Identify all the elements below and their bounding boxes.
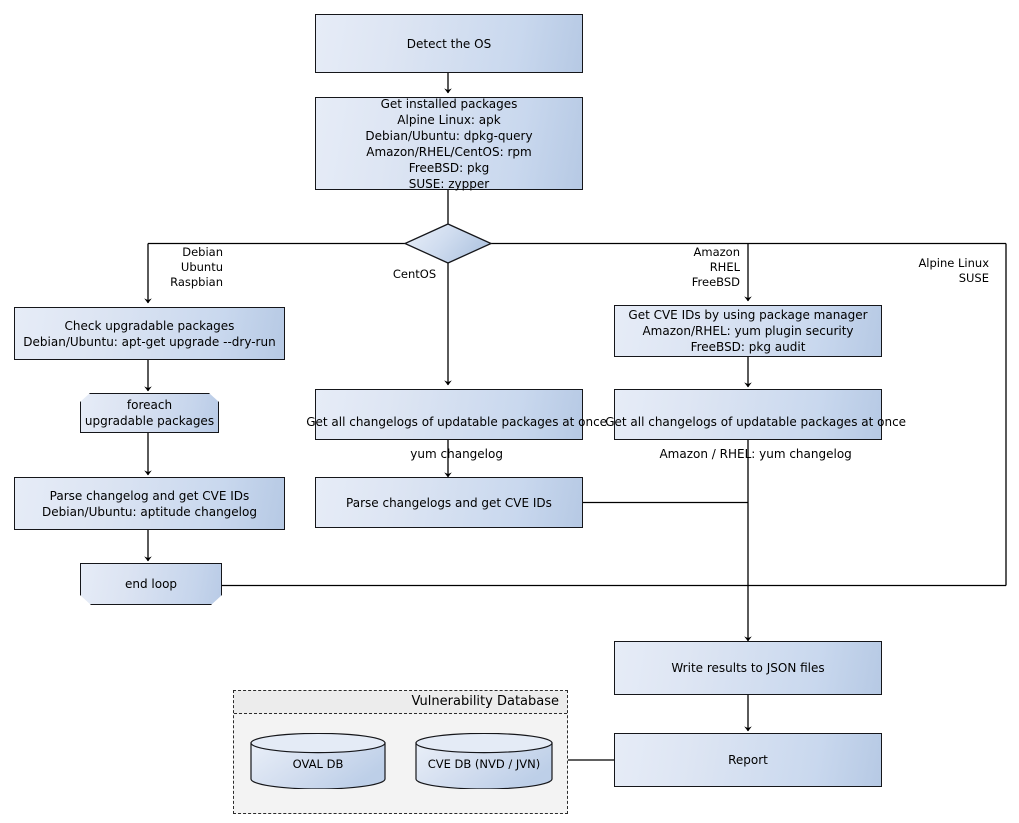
- decision-diamond: [403, 223, 493, 264]
- oval-db-shape: [250, 732, 386, 790]
- node-parse-changelog-debian[interactable]: Parse changelog and get CVE IDs Debian/U…: [14, 477, 285, 530]
- parse-changelogs-centos-label: Parse changelogs and get CVE IDs: [346, 495, 552, 510]
- node-changelogs-centos[interactable]: [315, 389, 583, 440]
- oval-db-label: OVAL DB: [292, 757, 344, 771]
- node-detect-os-label: Detect the OS: [406, 36, 492, 51]
- check-upgradable-line-2: Debian/Ubuntu: apt-get upgrade --dry-run: [23, 334, 276, 349]
- foreach-line-2: upgradable packages: [84, 414, 215, 428]
- vulnerability-database-title: Vulnerability Database: [234, 691, 567, 714]
- parse-changelog-deb-line-2: Debian/Ubuntu: aptitude changelog: [42, 504, 257, 519]
- cve-db-label: CVE DB (NVD / JVN): [427, 757, 541, 771]
- node-detect-os[interactable]: Detect the OS: [315, 14, 583, 73]
- get-installed-line-5: FreeBSD: pkg: [408, 160, 490, 175]
- changelogs-rhel-line-2: Amazon / RHEL: yum changelog: [659, 447, 852, 461]
- node-check-upgradable[interactable]: Check upgradable packages Debian/Ubuntu:…: [14, 307, 285, 360]
- get-installed-line-1: Get installed packages: [380, 96, 518, 111]
- node-end-loop[interactable]: end loop: [80, 563, 222, 605]
- node-report[interactable]: Report: [614, 733, 882, 787]
- branch-label-alpine: Alpine Linux SUSE: [918, 256, 989, 285]
- changelogs-centos-line-2: yum changelog: [410, 447, 503, 461]
- get-cve-ids-line-3: FreeBSD: pkg audit: [690, 340, 806, 354]
- get-installed-line-3: Debian/Ubuntu: dpkg-query: [365, 128, 533, 143]
- node-parse-changelogs-centos[interactable]: Parse changelogs and get CVE IDs: [315, 477, 583, 528]
- vulnerability-database-title-text: Vulnerability Database: [411, 694, 559, 709]
- db-cylinder-oval[interactable]: OVAL DB: [250, 732, 386, 790]
- node-write-results-json[interactable]: Write results to JSON files: [614, 641, 882, 695]
- branch-label-centos: CentOS: [392, 267, 437, 281]
- end-loop-label: end loop: [124, 577, 178, 591]
- node-get-cve-ids-package-manager[interactable]: Get CVE IDs by using package manager Ama…: [614, 305, 882, 357]
- branch-label-debian: Debian Ubuntu Raspbian: [170, 245, 223, 289]
- report-label: Report: [728, 753, 768, 767]
- get-installed-line-6: SUSE: zypper: [408, 176, 490, 191]
- node-changelogs-rhel[interactable]: [614, 389, 882, 440]
- check-upgradable-line-1: Check upgradable packages: [64, 318, 235, 333]
- cve-db-shape: [415, 732, 553, 790]
- get-installed-line-2: Alpine Linux: apk: [397, 112, 501, 127]
- get-installed-line-4: Amazon/RHEL/CentOS: rpm: [366, 144, 532, 159]
- write-json-label: Write results to JSON files: [671, 661, 825, 675]
- parse-changelog-deb-line-1: Parse changelog and get CVE IDs: [49, 488, 250, 503]
- get-cve-ids-line-2: Amazon/RHEL: yum plugin security: [642, 324, 854, 338]
- foreach-line-1: foreach: [126, 398, 173, 412]
- branch-label-amazon: Amazon RHEL FreeBSD: [691, 245, 740, 289]
- db-cylinder-cve[interactable]: CVE DB (NVD / JVN): [415, 732, 553, 790]
- get-cve-ids-line-1: Get CVE IDs by using package manager: [628, 308, 868, 322]
- node-get-installed-packages[interactable]: Get installed packages Alpine Linux: apk…: [315, 96, 583, 191]
- node-foreach-loop-start[interactable]: foreach upgradable packages: [80, 393, 219, 433]
